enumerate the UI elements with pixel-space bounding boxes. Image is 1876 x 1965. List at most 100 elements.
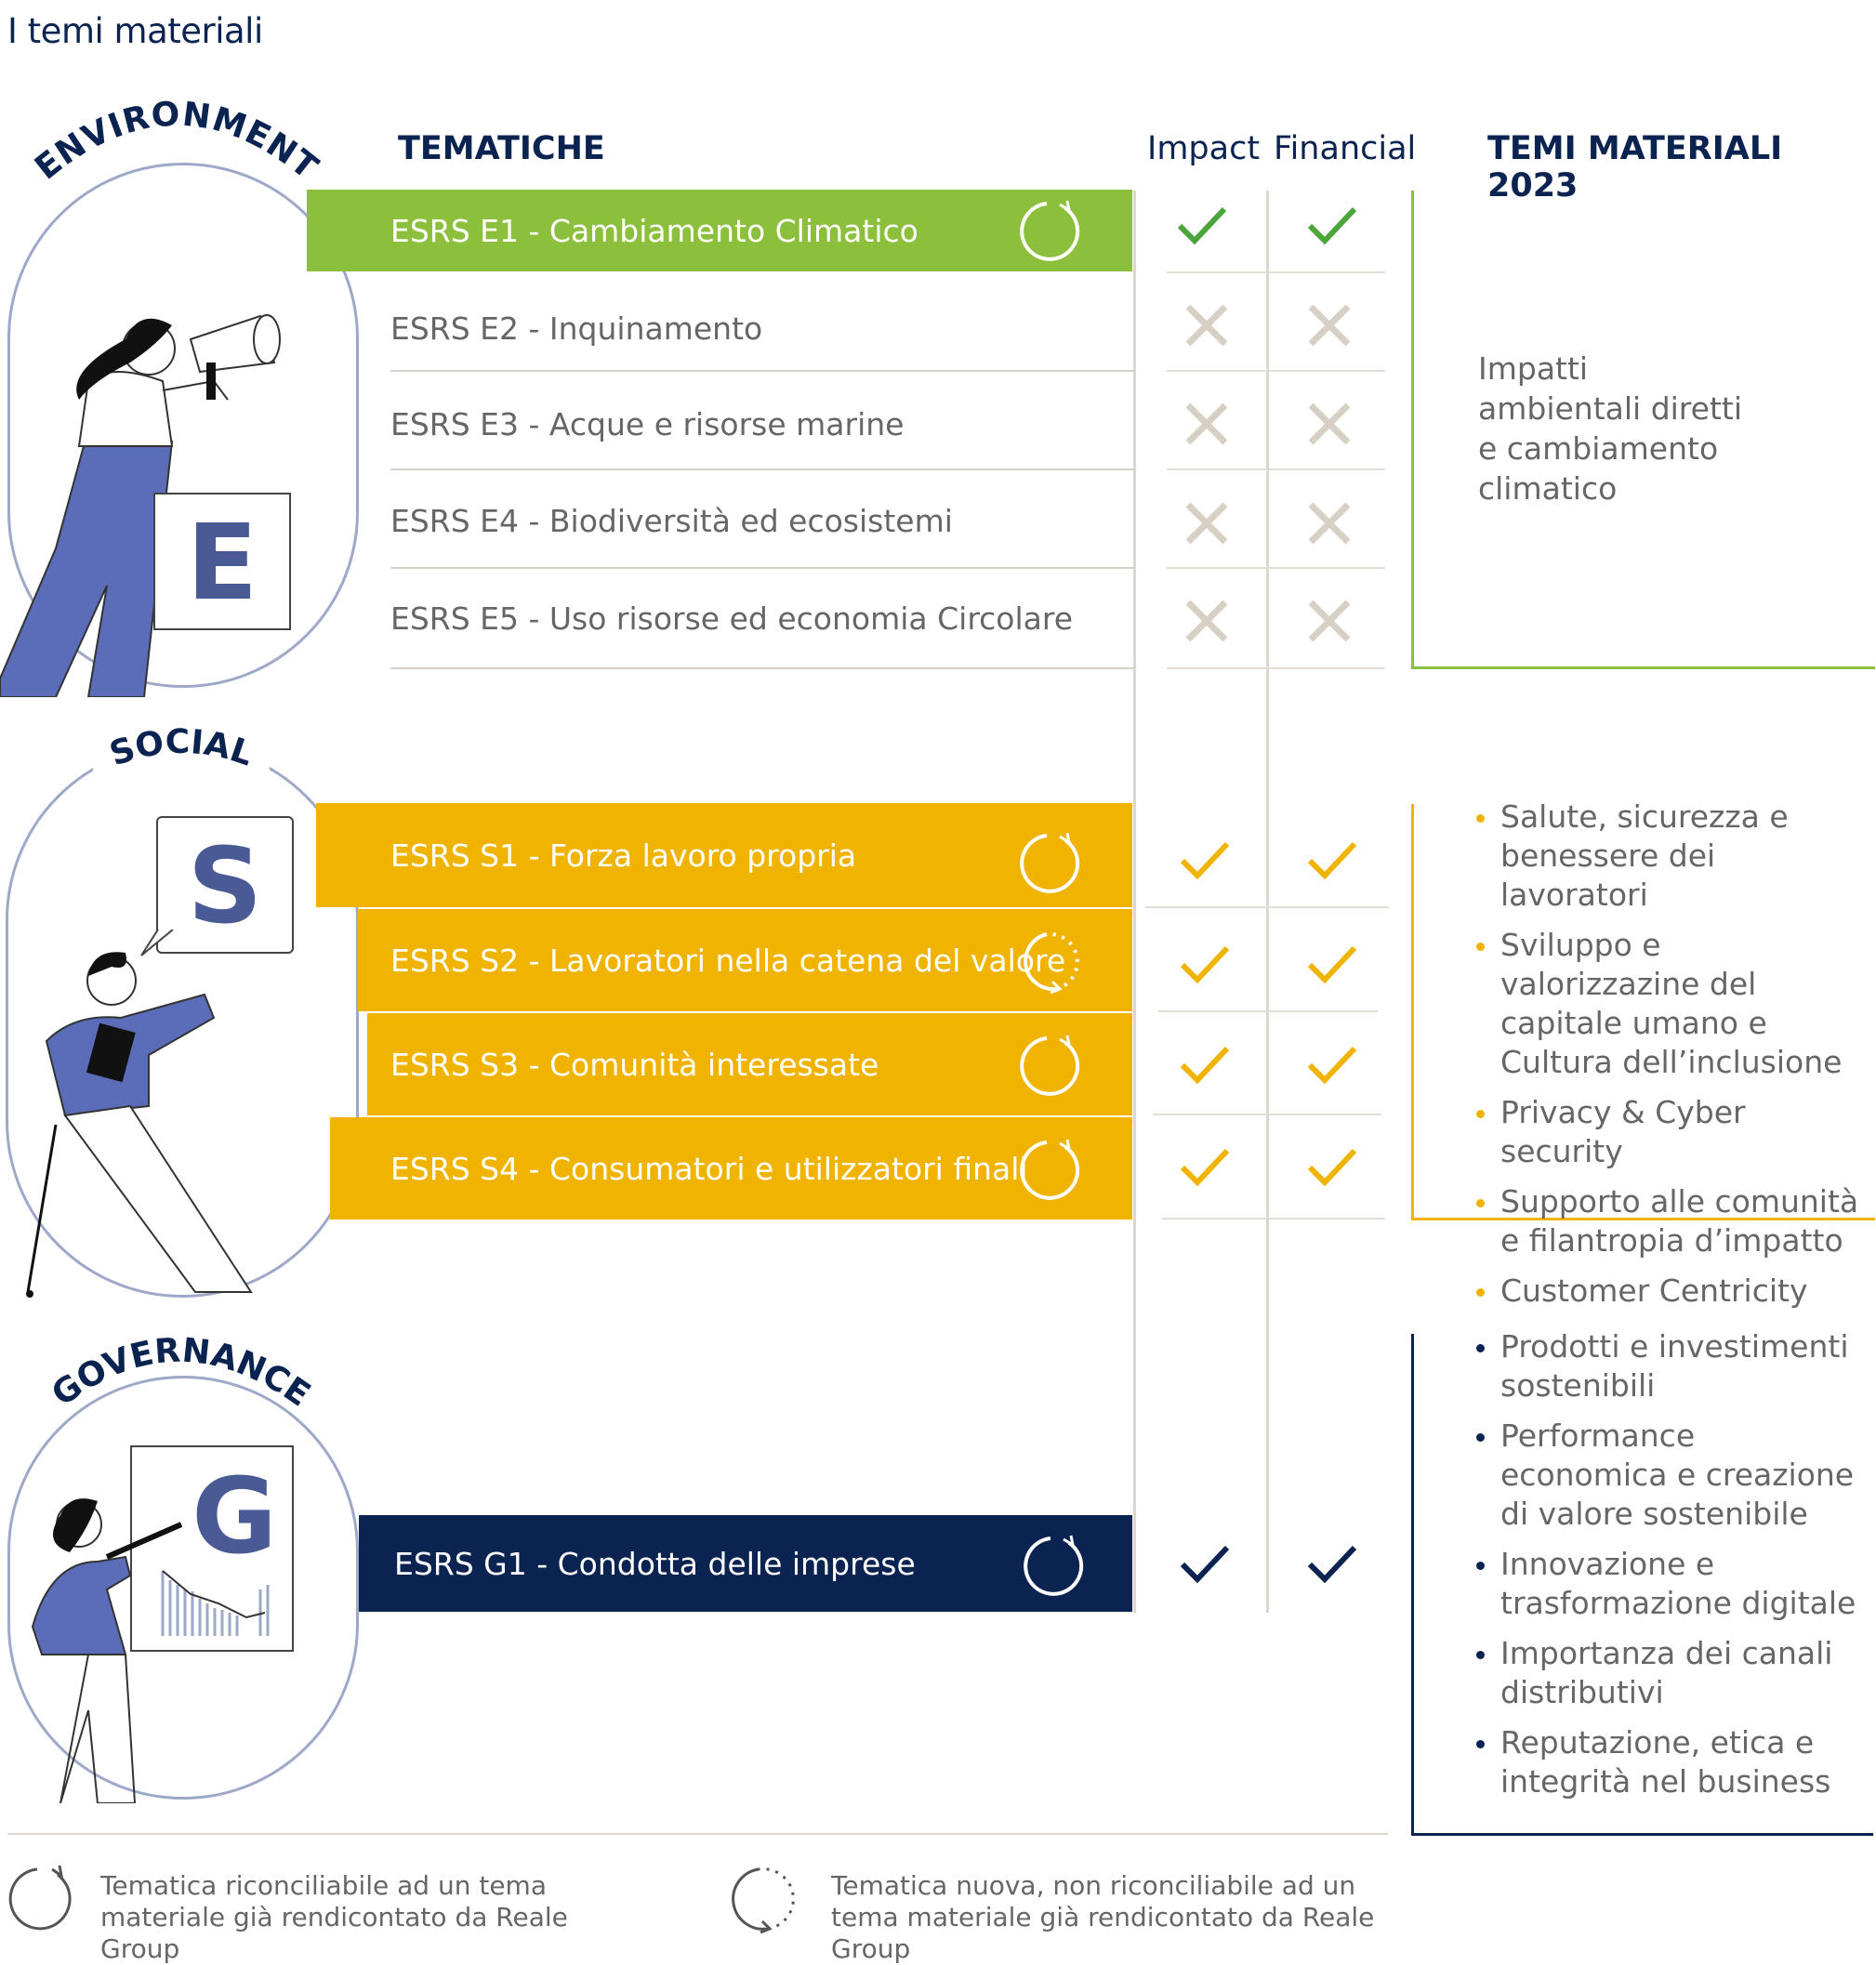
- cross-icon: [1308, 600, 1351, 642]
- header-impact: Impact: [1147, 130, 1261, 167]
- check-icon: [1180, 1545, 1230, 1584]
- row-esrs-s2: ESRS S2 - Lavoratori nella catena del va…: [358, 909, 1132, 1011]
- environment-arc-label: ENVIRONMENT: [28, 95, 325, 187]
- check-icon: [1180, 1148, 1230, 1187]
- row-label: ESRS E1 - Cambiamento Climatico: [390, 212, 918, 249]
- theme-item: Salute, sicurezza e benessere dei lavora…: [1476, 798, 1867, 915]
- row-esrs-e5: ESRS E5 - Uso risorse ed economia Circol…: [390, 569, 1134, 669]
- bar-chart-illustration: [161, 1570, 270, 1636]
- header-temi-materiali: TEMI MATERIALI 2023: [1487, 130, 1783, 204]
- row-esrs-e2: ESRS E2 - Inquinamento: [390, 286, 1134, 372]
- row-label: ESRS S3 - Comunità interessate: [390, 1046, 879, 1083]
- svg-text:GOVERNANCE: GOVERNANCE: [45, 1332, 316, 1415]
- check-icon: [1180, 945, 1230, 984]
- svg-text:ENVIRONMENT: ENVIRONMENT: [28, 95, 325, 187]
- row-esrs-e3: ESRS E3 - Acque e risorse marine: [390, 379, 1134, 470]
- row-separator: [1158, 1010, 1378, 1012]
- theme-item: Prodotti e investimenti sostenibili: [1476, 1327, 1867, 1405]
- row-esrs-s1: ESRS S1 - Forza lavoro propria: [316, 803, 1132, 907]
- governance-themes-bracket: [1411, 1334, 1873, 1836]
- check-icon: [1307, 1046, 1357, 1085]
- cross-icon: [1185, 600, 1228, 642]
- row-separator: [1145, 906, 1389, 908]
- check-icon: [1180, 841, 1230, 880]
- table-divider-line: [1133, 191, 1136, 1613]
- cross-icon: [1185, 304, 1228, 347]
- reconcilable-cycle-icon: [8, 1865, 72, 1931]
- theme-line: climatico: [1478, 470, 1618, 507]
- cross-icon: [1308, 402, 1351, 445]
- governance-themes-list: Prodotti e investimenti sostenibili Perf…: [1476, 1327, 1867, 1813]
- theme-item: Innovazione e trasformazione digitale: [1476, 1545, 1867, 1623]
- theme-item: Privacy & Cyber security: [1476, 1093, 1867, 1171]
- environment-themes-bracket: [1411, 191, 1875, 669]
- governance-label: GOVERNANCE: [45, 1332, 316, 1415]
- presenter-person-illustration: [26, 952, 253, 1298]
- row-esrs-g1: ESRS G1 - Condotta delle imprese: [359, 1515, 1132, 1612]
- theme-item: Performance economica e creazione di val…: [1476, 1417, 1867, 1534]
- reconcilable-cycle-icon: [1020, 1139, 1080, 1200]
- row-esrs-s3: ESRS S3 - Comunità interessate: [367, 1013, 1132, 1115]
- row-separator: [1167, 271, 1385, 273]
- row-separator: [1167, 667, 1385, 669]
- theme-item: Reputazione, etica e integrità nel busin…: [1476, 1723, 1867, 1801]
- governance-board: G: [130, 1445, 294, 1652]
- theme-line: Impatti: [1478, 350, 1589, 387]
- row-label: ESRS S1 - Forza lavoro propria: [390, 837, 857, 874]
- new-cycle-icon: [732, 1867, 795, 1934]
- social-themes-list: Salute, sicurezza e benessere dei lavora…: [1476, 798, 1867, 1322]
- reconcilable-cycle-icon: [1020, 200, 1080, 261]
- cross-icon: [1185, 502, 1228, 545]
- row-esrs-s4: ESRS S4 - Consumatori e utilizzatori fin…: [330, 1117, 1132, 1220]
- megaphone-person-illustration: [0, 314, 281, 697]
- theme-item: Sviluppo e valorizzazine del capitale um…: [1476, 926, 1867, 1082]
- legend-new: Tematica nuova, non riconciliabile ad un…: [831, 1870, 1375, 1964]
- check-icon: [1177, 206, 1227, 245]
- row-separator: [1162, 1218, 1385, 1220]
- row-label: ESRS E2 - Inquinamento: [390, 310, 763, 347]
- new-cycle-icon: [1024, 931, 1079, 995]
- row-separator: [1167, 370, 1385, 372]
- social-themes-bracket: [1411, 804, 1875, 1220]
- cross-icon: [1308, 502, 1351, 545]
- row-separator: [1167, 567, 1385, 569]
- row-separator: [1153, 1114, 1381, 1115]
- social-arc-label: SOCIAL: [105, 723, 258, 774]
- pointer-person-illustration: [31, 1498, 183, 1803]
- cross-icon: [1308, 304, 1351, 347]
- theme-line: ambientali diretti: [1478, 390, 1742, 427]
- row-label: ESRS G1 - Condotta delle imprese: [394, 1545, 916, 1582]
- row-esrs-e1: ESRS E1 - Cambiamento Climatico: [307, 190, 1132, 271]
- row-esrs-e4: ESRS E4 - Biodiversità ed ecosistemi: [390, 474, 1134, 569]
- reconcilable-cycle-icon: [1024, 1535, 1084, 1596]
- cross-icon: [1185, 402, 1228, 445]
- row-label: ESRS S2 - Lavoratori nella catena del va…: [390, 942, 1066, 979]
- environment-theme-text: Impatti ambientali diretti e cambiamento…: [1478, 349, 1742, 508]
- row-label: ESRS E3 - Acque e risorse marine: [390, 405, 905, 442]
- speech-bubble-tail: [140, 930, 174, 956]
- row-label: ESRS E5 - Uso risorse ed economia Circol…: [390, 600, 1074, 637]
- check-icon: [1307, 1545, 1357, 1584]
- header-tematiche: TEMATICHE: [398, 130, 605, 167]
- check-icon: [1307, 206, 1357, 245]
- governance-letter: G: [192, 1457, 277, 1577]
- check-icon: [1180, 1046, 1230, 1085]
- theme-item: Supporto alle comunità e filantropia d’i…: [1476, 1182, 1867, 1260]
- row-separator: [1167, 468, 1385, 470]
- header-financial: Financial: [1274, 130, 1417, 167]
- reconcilable-cycle-icon: [1020, 832, 1080, 893]
- check-icon: [1307, 841, 1357, 880]
- svg-text:SOCIAL: SOCIAL: [105, 723, 258, 774]
- check-icon: [1307, 1148, 1357, 1187]
- social-letter-card: S: [156, 816, 294, 954]
- legend-separator: [7, 1833, 1388, 1835]
- theme-line: e cambiamento: [1478, 430, 1719, 467]
- environment-label: ENVIRONMENT: [28, 95, 324, 187]
- environment-letter-card: E: [153, 493, 291, 630]
- theme-item: Customer Centricity: [1476, 1272, 1867, 1311]
- social-label-gap: [93, 725, 270, 771]
- reconcilable-cycle-icon: [1020, 1035, 1080, 1096]
- social-label: SOCIAL: [105, 723, 258, 774]
- row-label: ESRS S4 - Consumatori e utilizzatori fin…: [390, 1150, 1028, 1187]
- legend-reconcilable: Tematica riconciliabile ad un tema mater…: [100, 1870, 568, 1964]
